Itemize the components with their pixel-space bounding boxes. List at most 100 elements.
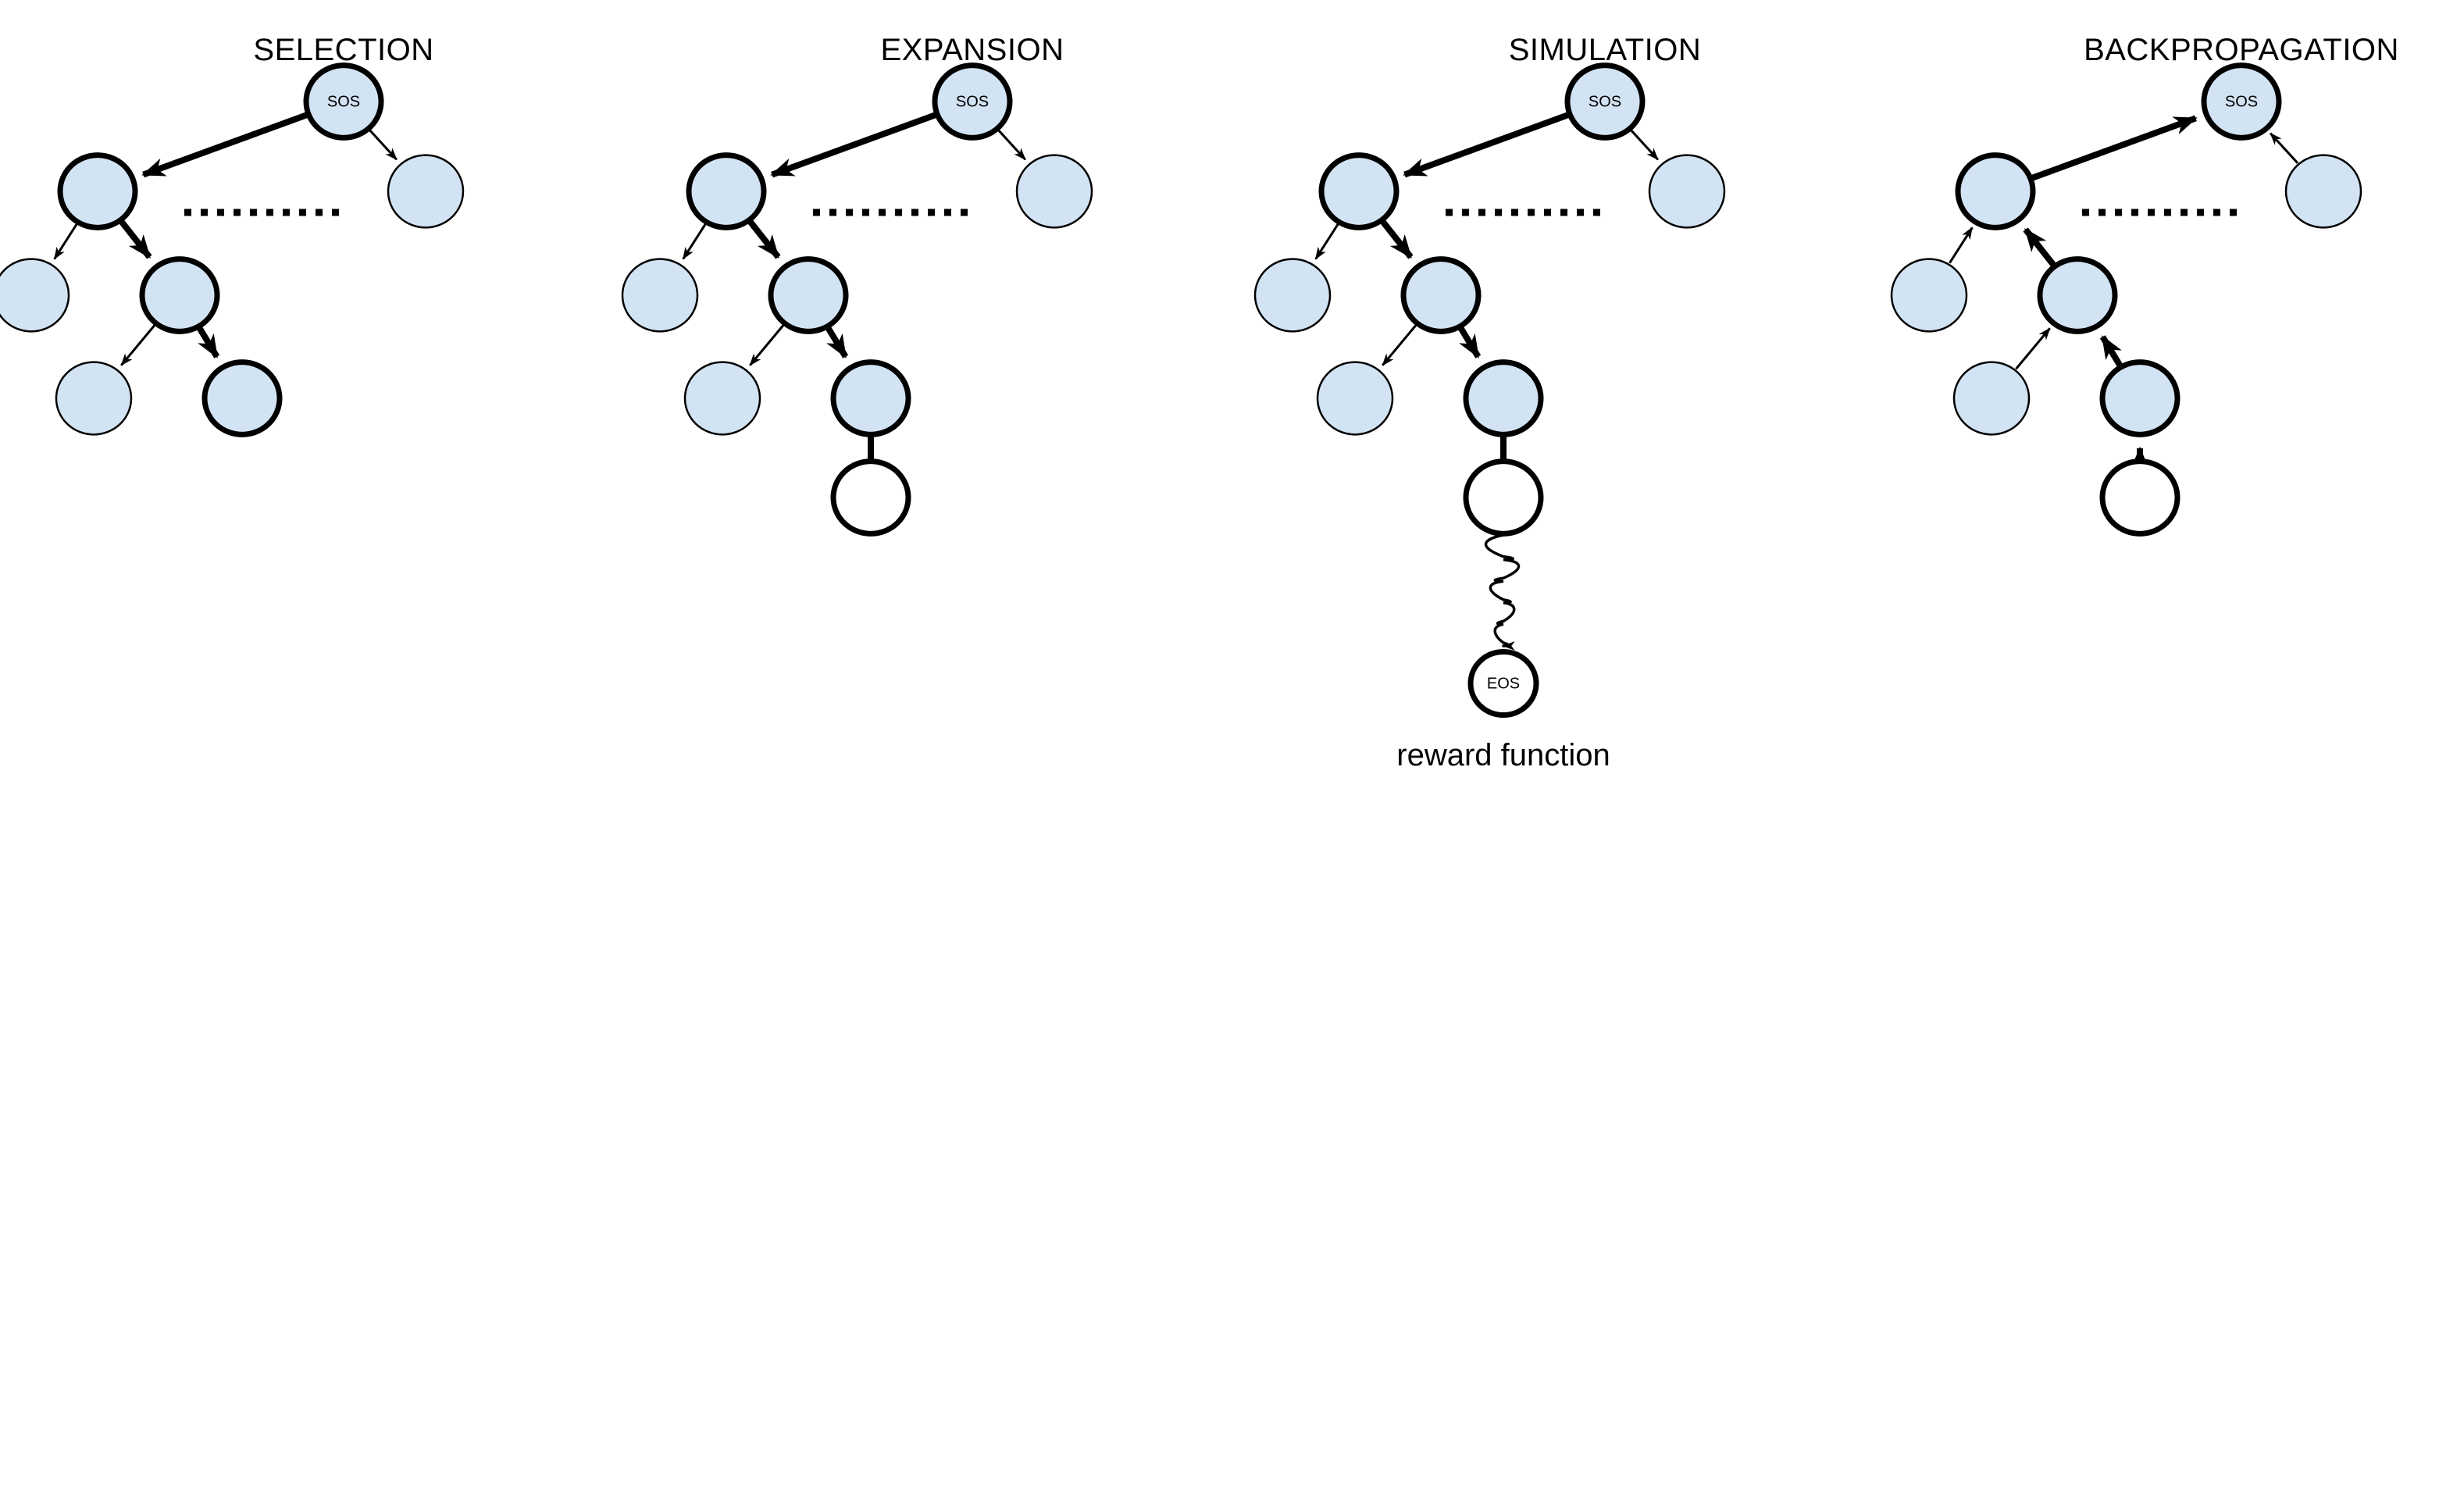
rollout-squiggle xyxy=(1485,533,1521,651)
tree-node-backpropagation-l2a[interactable] xyxy=(1890,258,1968,333)
tree-node-simulation-l2b[interactable] xyxy=(1400,256,1482,334)
node-circle xyxy=(2201,62,2282,141)
tree-node-simulation-l1a[interactable] xyxy=(1318,152,1400,230)
ellipsis-siblings-simulation xyxy=(1446,209,1600,216)
ellipsis-dot xyxy=(895,209,902,216)
ellipsis-siblings-selection xyxy=(184,209,339,216)
ellipsis-dot xyxy=(316,209,323,216)
node-circle xyxy=(1890,258,1968,333)
ellipsis-dot xyxy=(2082,209,2089,216)
tree-edge-l2b-l3a xyxy=(2015,327,2051,370)
ellipsis-dot xyxy=(2148,209,2155,216)
tree-node-simulation-l1b[interactable] xyxy=(1648,154,1726,229)
node-label: SOS xyxy=(956,93,989,110)
tree-node-backpropagation-l3b[interactable] xyxy=(2099,359,2181,437)
ellipsis-dot xyxy=(1478,209,1485,216)
ellipsis-dot xyxy=(283,209,290,216)
node-label: EOS xyxy=(1487,675,1520,692)
tree-node-backpropagation-l1b[interactable] xyxy=(2284,154,2362,229)
tree-node-selection-l3a[interactable] xyxy=(55,361,133,436)
tree-node-expansion-l2b[interactable] xyxy=(768,256,849,334)
ellipsis-dot xyxy=(944,209,951,216)
tree-node-simulation-root[interactable]: SOS xyxy=(1564,62,1646,141)
ellipsis-dot xyxy=(250,209,257,216)
ellipsis-dot xyxy=(217,209,224,216)
tree-node-expansion-newnode[interactable] xyxy=(830,458,911,537)
tree-node-simulation-l3b[interactable] xyxy=(1463,359,1544,437)
ellipsis-dot xyxy=(2230,209,2237,216)
tree-node-backpropagation-l1a[interactable] xyxy=(1955,152,2036,230)
ellipsis-dot xyxy=(862,209,869,216)
ellipsis-dot xyxy=(813,209,820,216)
tree-node-backpropagation-l2b[interactable] xyxy=(2037,256,2118,334)
tree-edge-root-l1a xyxy=(1403,112,1571,178)
node-circle xyxy=(2284,154,2362,229)
tree-edge-l2b-l3b xyxy=(1457,326,1482,358)
ellipsis-dot xyxy=(1462,209,1469,216)
tree-node-simulation-eos[interactable]: EOS xyxy=(1467,648,1539,719)
node-circle xyxy=(2099,458,2181,537)
tree-edge-l1a-l2b xyxy=(747,219,781,259)
ellipsis-dot xyxy=(846,209,853,216)
node-circle xyxy=(768,256,849,334)
tree-node-expansion-l3a[interactable] xyxy=(683,361,761,436)
tree-node-simulation-l2a[interactable] xyxy=(1253,258,1332,333)
tree-node-backpropagation-l3a[interactable] xyxy=(1952,361,2031,436)
tree-node-selection-l2a[interactable] xyxy=(0,258,70,333)
node-circle xyxy=(0,258,70,333)
ellipsis-dot xyxy=(2115,209,2122,216)
node-circle xyxy=(683,361,761,436)
tree-edge-l1a-l2b xyxy=(1380,219,1414,259)
tree-node-selection-l1b[interactable] xyxy=(387,154,465,229)
ellipsis-dot xyxy=(234,209,241,216)
tree-node-backpropagation-newnode[interactable] xyxy=(2099,458,2181,537)
ellipsis-dot xyxy=(911,209,918,216)
ellipsis-siblings-expansion xyxy=(813,209,968,216)
node-label: SOS xyxy=(1589,93,1621,110)
node-circle xyxy=(830,458,911,537)
tree-edge-root-l1a xyxy=(141,112,309,178)
tree-edge-root-l1b xyxy=(368,129,398,161)
tree-node-selection-l2b[interactable] xyxy=(139,256,220,334)
ellipsis-dot xyxy=(1544,209,1551,216)
node-circle xyxy=(932,62,1013,141)
tree-node-expansion-l1a[interactable] xyxy=(686,152,767,230)
tree-node-simulation-newnode[interactable] xyxy=(1463,458,1544,537)
tree-edge-l2b-l3a xyxy=(749,323,785,366)
node-circle xyxy=(2099,359,2181,437)
ellipsis-dot xyxy=(1577,209,1584,216)
tree-node-backpropagation-root[interactable]: SOS xyxy=(2201,62,2282,141)
tree-node-expansion-l1b[interactable] xyxy=(1015,154,1093,229)
ellipsis-dot xyxy=(184,209,191,216)
tree-node-expansion-root[interactable]: SOS xyxy=(932,62,1013,141)
ellipsis-dot xyxy=(1528,209,1535,216)
ellipsis-dot xyxy=(2131,209,2138,216)
tree-node-expansion-l3b[interactable] xyxy=(830,359,911,437)
ellipsis-dot xyxy=(829,209,836,216)
ellipsis-dot xyxy=(2197,209,2204,216)
reward-function-caption: reward function xyxy=(1396,738,1610,772)
tree-node-selection-l3b[interactable] xyxy=(201,359,283,437)
node-circle xyxy=(303,62,384,141)
tree-edge-l2b-l3b xyxy=(825,326,849,358)
ellipsis-siblings-backpropagation xyxy=(2082,209,2237,216)
tree-edge-root-l1b xyxy=(2270,132,2299,164)
tree-node-expansion-l2a[interactable] xyxy=(621,258,699,333)
node-circle xyxy=(1955,152,2036,230)
tree-node-selection-root[interactable]: SOS xyxy=(303,62,384,141)
tree-edge-root-l1a xyxy=(770,112,938,178)
tree-node-simulation-l3a[interactable] xyxy=(1316,361,1394,436)
tree-edge-l2b-l3a xyxy=(1382,323,1417,366)
tree-node-selection-l1a[interactable] xyxy=(57,152,138,230)
node-circle xyxy=(1015,154,1093,229)
ellipsis-dot xyxy=(2181,209,2188,216)
ellipsis-dot xyxy=(2099,209,2106,216)
node-circle xyxy=(686,152,767,230)
ellipsis-dot xyxy=(2164,209,2171,216)
node-circle xyxy=(387,154,465,229)
node-circle xyxy=(621,258,699,333)
ellipsis-dot xyxy=(961,209,968,216)
node-circle xyxy=(57,152,138,230)
